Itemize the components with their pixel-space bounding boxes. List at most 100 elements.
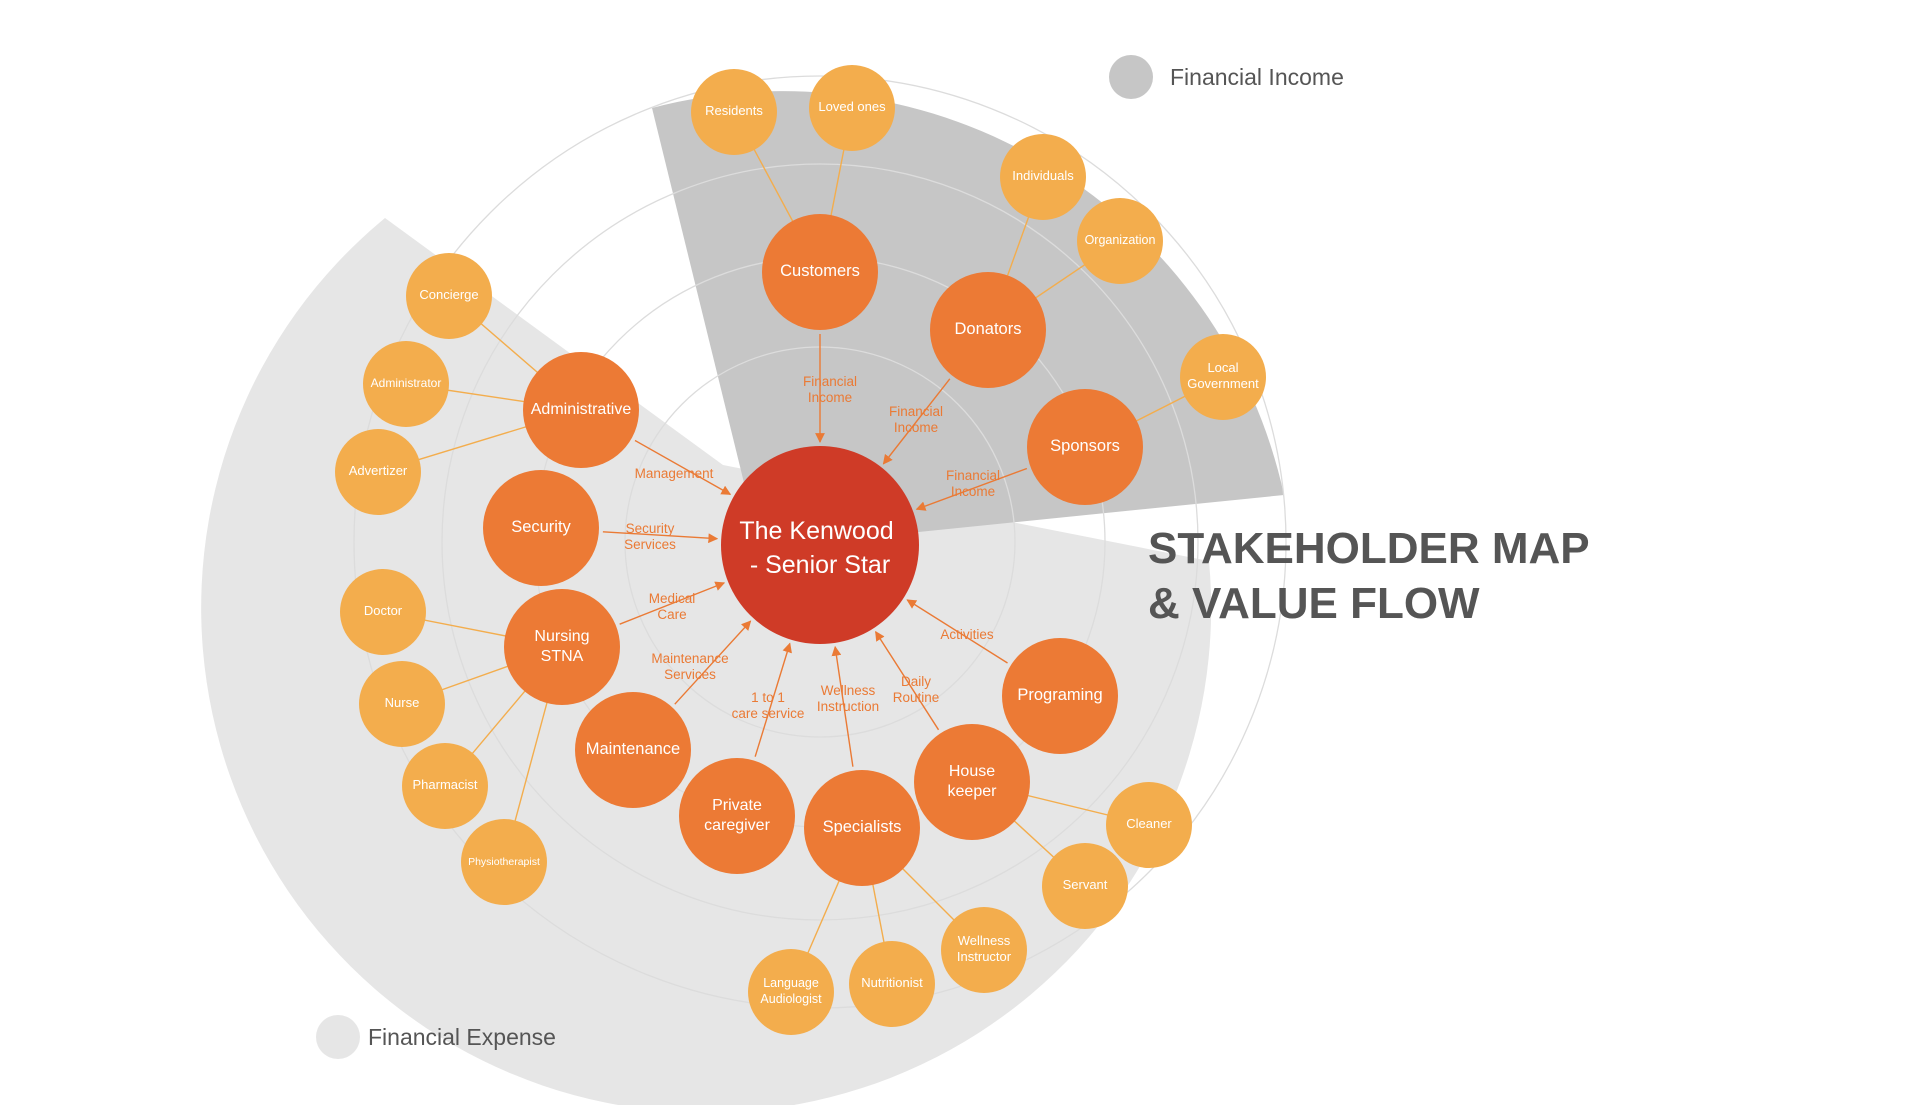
- center-node: The Kenwood - Senior Star: [721, 446, 919, 644]
- diagram-title: STAKEHOLDER MAP & VALUE FLOW: [1148, 524, 1590, 628]
- maintenance-label-line-1: Maintenance: [586, 740, 680, 758]
- flow-arrow-donators: [882, 378, 951, 465]
- physiotherapist-label: Physiotherapist: [468, 856, 540, 868]
- flow-label-donators-line-2: Income: [894, 420, 938, 435]
- flow-arrow-sponsors: [915, 467, 1028, 511]
- private-caregiver-label-line-1: Private: [712, 797, 762, 814]
- stakeholder-node-maintenance: Maintenance: [575, 692, 691, 808]
- flow-label-administrative-line-1: Management: [635, 466, 714, 481]
- stakeholder-node-organization: Organization: [1077, 198, 1163, 284]
- flow-arrow-maintenance: [674, 620, 752, 705]
- donators-label-line-1: Donators: [955, 320, 1022, 338]
- flow-label-house-keeper-line-1: Daily: [901, 674, 931, 689]
- stakeholder-node-nutritionist: Nutritionist: [849, 941, 935, 1027]
- center-label: The Kenwood - Senior Star: [739, 517, 900, 579]
- physiotherapist-circle: [461, 819, 547, 905]
- doctor-label-line-1: Doctor: [364, 603, 403, 618]
- servant-circle: [1042, 843, 1128, 929]
- administrative-label: Administrative: [531, 401, 632, 418]
- title-line-2: & VALUE FLOW: [1148, 579, 1480, 628]
- local-government-label-line-2: Government: [1187, 377, 1259, 392]
- sponsors-label-line-1: Sponsors: [1050, 437, 1120, 455]
- pharmacist-circle: [402, 743, 488, 829]
- house-keeper-circle: [914, 724, 1030, 840]
- security-circle: [483, 470, 599, 586]
- stakeholder-node-pharmacist: Pharmacist: [402, 743, 488, 829]
- loved-ones-label: Loved ones: [818, 99, 886, 114]
- legend: Financial Income Financial Expense: [316, 55, 1344, 1059]
- security-label: Security: [511, 518, 571, 536]
- flow-label-customers-line-2: Income: [808, 390, 852, 405]
- local-government-circle: [1180, 334, 1266, 420]
- flow-label-administrative: Management: [635, 466, 714, 481]
- financial-expense-region: [201, 218, 1212, 1105]
- administrative-circle: [523, 352, 639, 468]
- cleaner-circle: [1106, 782, 1192, 868]
- language-audiologist-circle: [748, 949, 834, 1035]
- flow-arrow-house-keeper: [875, 630, 940, 731]
- sponsors-circle: [1027, 389, 1143, 505]
- flow-label-nursing-line-2: Care: [657, 607, 686, 622]
- ring-3: [441, 163, 1199, 921]
- specialists-label: Specialists: [823, 818, 902, 836]
- security-label-line-1: Security: [511, 518, 571, 536]
- local-government-label-line-1: Local: [1207, 360, 1238, 375]
- legend-expense-swatch: [316, 1015, 360, 1059]
- flow-label-customers-line-1: Financial: [803, 374, 857, 389]
- flow-arrow-nursing: [619, 581, 726, 625]
- flow-label-sponsors-line-1: Financial: [946, 468, 1000, 483]
- loved-ones-circle: [809, 65, 895, 151]
- loved-ones-label-line-1: Loved ones: [818, 99, 886, 114]
- concierge-label: Concierge: [419, 287, 478, 302]
- donators-label: Donators: [955, 320, 1022, 338]
- stakeholder-node-servant: Servant: [1042, 843, 1128, 929]
- physiotherapist-label-line-1: Physiotherapist: [468, 856, 540, 868]
- legend-expense-label: Financial Expense: [368, 1024, 556, 1050]
- flow-label-maintenance-line-2: Services: [664, 667, 716, 682]
- servant-label: Servant: [1063, 877, 1108, 892]
- flow-label-security-line-2: Services: [624, 537, 676, 552]
- stakeholder-node-nurse: Nurse: [359, 661, 445, 747]
- pharmacist-label-line-1: Pharmacist: [412, 777, 477, 792]
- nurse-label: Nurse: [385, 695, 420, 710]
- stakeholder-node-loved-ones: Loved ones: [809, 65, 895, 151]
- programing-circle: [1002, 638, 1118, 754]
- advertizer-label-line-1: Advertizer: [349, 463, 408, 478]
- flow-arrow-administrative: [634, 439, 732, 495]
- customers-label-line-1: Customers: [780, 262, 860, 280]
- flow-arrow-private-caregiver: [754, 642, 792, 757]
- stakeholder-node-residents: Residents: [691, 69, 777, 155]
- language-audiologist-label-line-1: Language: [763, 976, 819, 990]
- maintenance-label: Maintenance: [586, 740, 680, 758]
- programing-label: Programing: [1017, 686, 1102, 704]
- sponsors-label: Sponsors: [1050, 437, 1120, 455]
- administrator-label: Administrator: [371, 376, 442, 390]
- flow-label-house-keeper-line-2: Routine: [893, 690, 940, 705]
- advertizer-label: Advertizer: [349, 463, 408, 478]
- administrator-label-line-1: Administrator: [371, 376, 442, 390]
- flow-arrow-programing: [906, 599, 1008, 664]
- wellness-instructor-circle: [941, 907, 1027, 993]
- organization-circle: [1077, 198, 1163, 284]
- nursing-label-line-2: STNA: [541, 648, 584, 665]
- nursing-circle: [504, 589, 620, 705]
- house-keeper-label-line-2: keeper: [948, 783, 998, 800]
- flow-arrow-security: [602, 531, 719, 544]
- administrative-label-line-1: Administrative: [531, 401, 632, 418]
